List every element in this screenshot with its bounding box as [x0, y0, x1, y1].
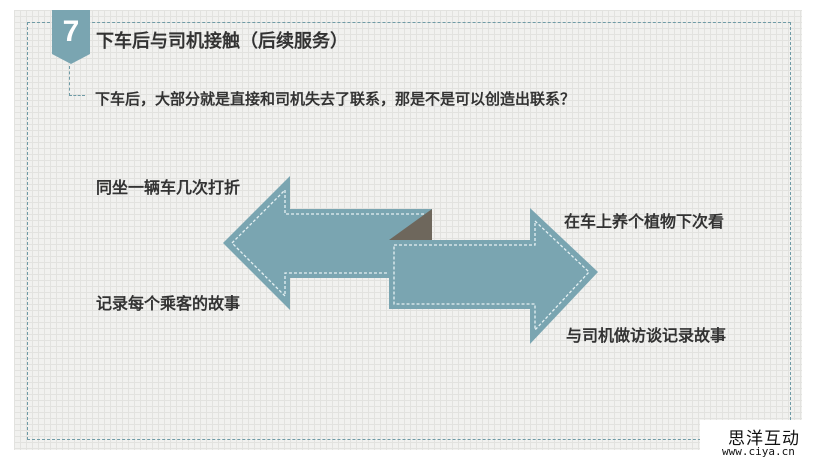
left-arrow-label-bottom: 记录每个乘客的故事 [96, 294, 241, 313]
watermark-name: 思洋互动 [728, 429, 800, 449]
page-subtitle: 下车后，大部分就是直接和司机失去了联系，那是不是可以创造出联系？ [95, 90, 576, 108]
slide-number-tag [52, 10, 90, 64]
right-arrow-label-top: 在车上养个植物下次看 [564, 212, 725, 231]
subtitle-connector [69, 66, 85, 96]
arrow-fold-shadow [389, 209, 432, 240]
slide-number: 7 [62, 15, 80, 48]
left-arrow-label-top: 同坐一辆车几次打折 [96, 178, 241, 197]
page-title: 下车后与司机接触（后续服务） [96, 31, 348, 52]
watermark-box [700, 420, 826, 463]
dashed-frame [27, 22, 791, 440]
right-arrow-label-bottom: 与司机做访谈记录故事 [566, 326, 727, 345]
right-arrow [389, 208, 598, 344]
watermark-url: www.ciya.cn [722, 445, 795, 458]
